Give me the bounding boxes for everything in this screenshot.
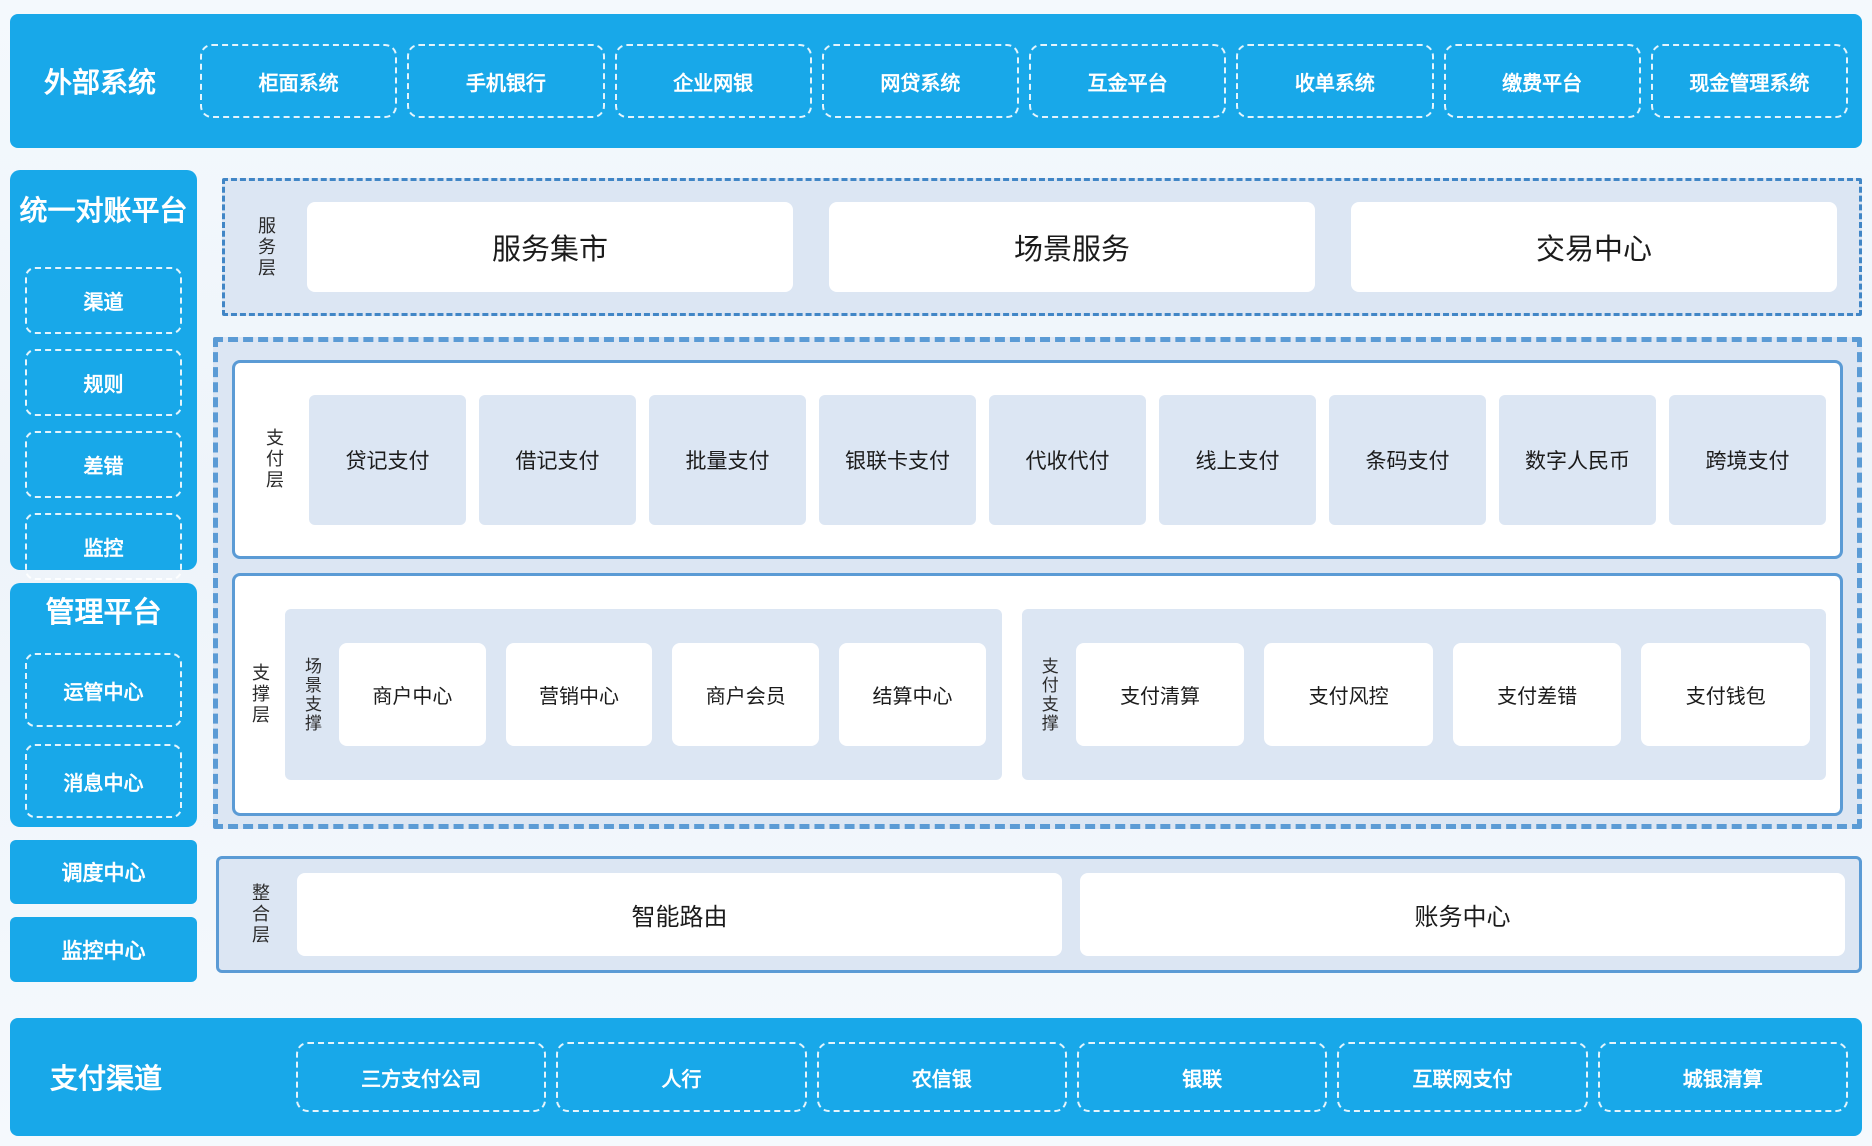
payment-channels-banner: 支付渠道 三方支付公司 人行 农信银 银联 互联网支付 城银清算 bbox=[10, 1018, 1862, 1136]
payment-channel-item: 城银清算 bbox=[1597, 1042, 1848, 1112]
support-layer-groups: 场景支撑 商户中心 营销中心 商户会员 结算中心 支付支撑 支付清算 支付风控 … bbox=[285, 609, 1826, 780]
payment-support-item: 支付钱包 bbox=[1641, 643, 1810, 746]
payment-channel-item: 银联 bbox=[1076, 1042, 1328, 1112]
reconciliation-platform-panel: 统一对账平台 渠道 规则 差错 监控 bbox=[10, 170, 197, 580]
payment-channel-item: 互联网支付 bbox=[1337, 1042, 1588, 1112]
external-system-item: 互金平台 bbox=[1029, 44, 1227, 118]
payment-channels-items: 三方支付公司 人行 农信银 银联 互联网支付 城银清算 bbox=[296, 1042, 1848, 1112]
reconciliation-item: 渠道 bbox=[25, 267, 182, 334]
service-layer-panel: 服务层 服务集市 场景服务 交易中心 bbox=[222, 178, 1862, 316]
service-layer-label: 服务层 bbox=[256, 215, 276, 279]
external-system-item: 现金管理系统 bbox=[1650, 44, 1848, 118]
external-system-item: 网贷系统 bbox=[821, 44, 1019, 118]
payment-support-group: 支付支撑 支付清算 支付风控 支付差错 支付钱包 bbox=[1021, 609, 1826, 780]
payment-support-label: 支付支撑 bbox=[1038, 656, 1058, 733]
integration-layer-item: 智能路由 bbox=[297, 873, 1062, 956]
payment-layer-panel: 支付层 贷记支付 借记支付 批量支付 银联卡支付 代收代付 线上支付 条码支付 … bbox=[232, 360, 1843, 559]
external-system-item: 企业网银 bbox=[614, 44, 812, 118]
service-layer-item: 服务集市 bbox=[307, 202, 793, 292]
integration-layer-boxes: 智能路由 账务中心 bbox=[297, 873, 1845, 956]
payment-layer-label: 支付层 bbox=[264, 428, 284, 491]
payment-channel-item: 三方支付公司 bbox=[296, 1042, 547, 1112]
monitor-center-block: 监控中心 bbox=[10, 917, 197, 982]
management-items: 运管中心 消息中心 bbox=[25, 653, 182, 818]
scene-support-item: 结算中心 bbox=[839, 643, 986, 746]
external-system-item: 柜面系统 bbox=[200, 44, 398, 118]
service-layer-boxes: 服务集市 场景服务 交易中心 bbox=[307, 202, 1837, 292]
reconciliation-item: 监控 bbox=[25, 513, 182, 580]
support-layer-label: 支撑层 bbox=[250, 663, 270, 726]
payment-support-item: 支付差错 bbox=[1452, 643, 1622, 746]
integration-layer-panel: 整合层 智能路由 账务中心 bbox=[216, 856, 1862, 973]
integration-layer-label: 整合层 bbox=[250, 883, 270, 946]
payment-channel-item: 农信银 bbox=[816, 1042, 1067, 1112]
external-system-item: 收单系统 bbox=[1236, 44, 1434, 118]
external-systems-banner: 外部系统 柜面系统 手机银行 企业网银 网贷系统 互金平台 收单系统 缴费平台 … bbox=[10, 14, 1862, 148]
payment-channel-item: 人行 bbox=[556, 1042, 807, 1112]
payment-layer-item: 贷记支付 bbox=[309, 394, 466, 525]
external-systems-title: 外部系统 bbox=[44, 67, 157, 98]
payment-support-item: 支付风控 bbox=[1264, 643, 1433, 746]
reconciliation-platform-title: 统一对账平台 bbox=[19, 195, 188, 226]
scene-support-item: 商户中心 bbox=[339, 643, 486, 746]
payment-channels-title: 支付渠道 bbox=[50, 1063, 163, 1094]
scene-support-item: 商户会员 bbox=[672, 643, 820, 746]
external-systems-items: 柜面系统 手机银行 企业网银 网贷系统 互金平台 收单系统 缴费平台 现金管理系… bbox=[200, 44, 1848, 118]
payment-layer-item: 借记支付 bbox=[479, 394, 636, 525]
payment-support-cards: 支付清算 支付风控 支付差错 支付钱包 bbox=[1075, 643, 1810, 746]
support-layer-panel: 支撑层 场景支撑 商户中心 营销中心 商户会员 结算中心 支付支撑 支付清算 bbox=[232, 573, 1843, 816]
dispatch-center-block: 调度中心 bbox=[10, 840, 197, 904]
external-system-item: 手机银行 bbox=[407, 44, 605, 118]
scene-support-cards: 商户中心 营销中心 商户会员 结算中心 bbox=[339, 643, 986, 746]
payment-layer-item: 代收代付 bbox=[989, 394, 1146, 525]
management-platform-panel: 管理平台 运管中心 消息中心 bbox=[10, 583, 197, 827]
external-system-item: 缴费平台 bbox=[1443, 44, 1641, 118]
integration-layer-item: 账务中心 bbox=[1080, 873, 1845, 956]
payment-layer-item: 银联卡支付 bbox=[819, 394, 976, 525]
payment-layer-item: 跨境支付 bbox=[1669, 394, 1826, 525]
payment-layer-item: 条码支付 bbox=[1329, 394, 1486, 525]
scene-support-group: 场景支撑 商户中心 营销中心 商户会员 结算中心 bbox=[285, 609, 1002, 780]
service-layer-item: 场景服务 bbox=[829, 202, 1315, 292]
reconciliation-item: 规则 bbox=[25, 349, 182, 416]
service-layer-item: 交易中心 bbox=[1351, 202, 1837, 292]
payment-layer-cards: 贷记支付 借记支付 批量支付 银联卡支付 代收代付 线上支付 条码支付 数字人民… bbox=[309, 394, 1826, 525]
reconciliation-item: 差错 bbox=[25, 431, 182, 498]
scene-support-label: 场景支撑 bbox=[302, 656, 321, 733]
payment-layer-item: 线上支付 bbox=[1159, 394, 1316, 525]
payment-layer-item: 数字人民币 bbox=[1499, 394, 1656, 525]
reconciliation-items: 渠道 规则 差错 监控 bbox=[25, 267, 182, 580]
payment-support-item: 支付清算 bbox=[1075, 643, 1245, 746]
management-item: 运管中心 bbox=[25, 653, 182, 727]
management-platform-title: 管理平台 bbox=[45, 597, 162, 629]
core-layers-dashed-panel: 支付层 贷记支付 借记支付 批量支付 银联卡支付 代收代付 线上支付 条码支付 … bbox=[213, 337, 1862, 829]
management-item: 消息中心 bbox=[25, 744, 182, 818]
scene-support-item: 营销中心 bbox=[505, 643, 653, 746]
payment-layer-item: 批量支付 bbox=[649, 394, 806, 525]
